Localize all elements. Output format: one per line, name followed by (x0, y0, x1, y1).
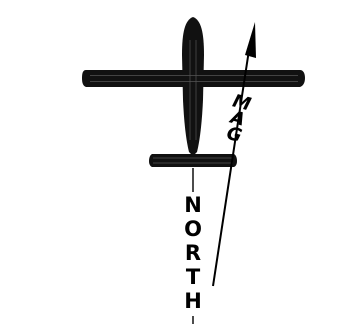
magnetic-label: M A G (224, 91, 253, 147)
mag-letter-g: G (224, 123, 244, 147)
north-letter-o: O (184, 217, 202, 241)
north-letter-r: R (185, 241, 201, 265)
true-north-label: N O R T H (183, 192, 203, 316)
north-letter-t: T (186, 265, 201, 289)
airplane-icon (82, 17, 305, 167)
north-letter-h: H (184, 289, 202, 313)
north-letter-n: N (184, 193, 202, 217)
